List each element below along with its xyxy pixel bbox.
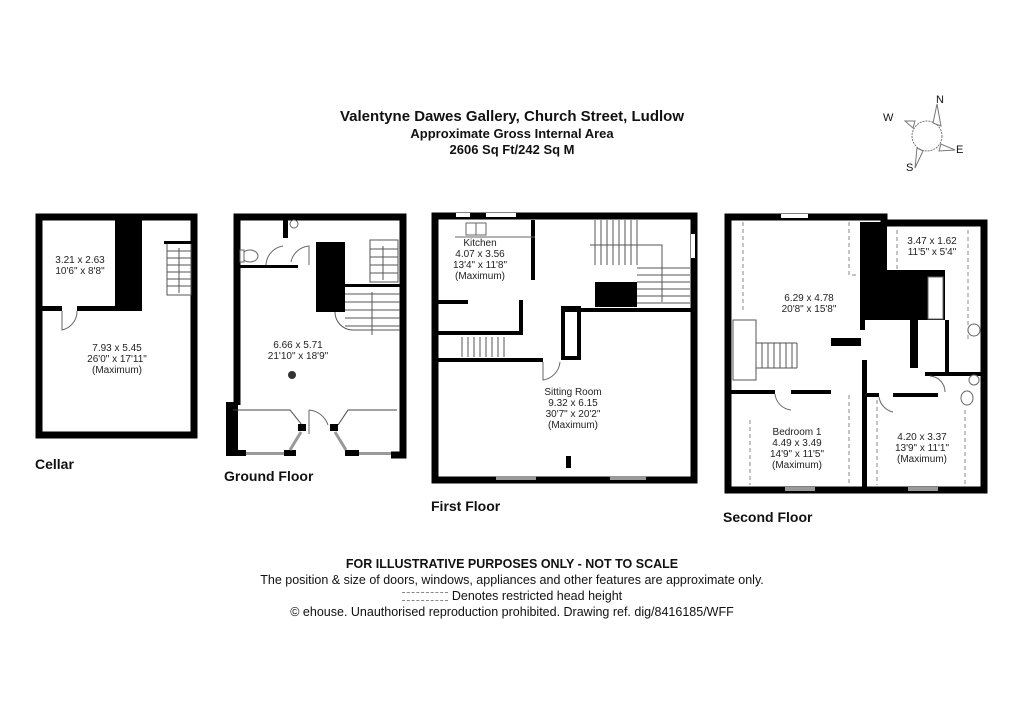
room-imperial: 30'7" x 20'2": [545, 409, 601, 420]
sitting-room-label: Sitting Room 9.32 x 6.15 30'7" x 20'2" (…: [544, 387, 601, 431]
compass-south-label: S: [906, 162, 914, 174]
room-imperial: 20'8" x 15'8": [781, 304, 837, 315]
compass-north-label: N: [936, 94, 944, 106]
room-name: Sitting Room: [544, 387, 602, 398]
cellar-plan: [35, 213, 198, 439]
second-room-bedroom-2-label: 4.20 x 3.37 13'9" x 11'1" (Maximum): [895, 432, 949, 465]
footer-notes: FOR ILLUSTRATIVE PURPOSES ONLY - NOT TO …: [0, 556, 1024, 620]
restricted-height-key-text: Denotes restricted head height: [451, 589, 623, 603]
room-imperial: 21'10" x 18'9": [267, 351, 329, 362]
compass-west-label: W: [883, 112, 894, 124]
room-note: (Maximum): [771, 460, 822, 471]
room-metric: 3.21 x 2.63: [55, 255, 105, 266]
kitchen-label: Kitchen 4.07 x 3.56 13'4" x 11'8" (Maxim…: [453, 238, 507, 282]
title-block: Valentyne Dawes Gallery, Church Street, …: [0, 108, 1024, 158]
floor-name-second: Second Floor: [723, 509, 813, 525]
compass-east-label: E: [956, 144, 964, 156]
room-metric: 3.47 x 1.62: [907, 236, 957, 247]
second-room-small-label: 3.47 x 1.62 11'5" x 5'4": [907, 236, 956, 258]
second-room-main-label: 6.29 x 4.78 20'8" x 15'8": [782, 293, 837, 315]
room-note: (Maximum): [454, 271, 505, 282]
compass-graphic: [903, 103, 956, 169]
room-imperial: 14'9" x 11'5": [769, 449, 825, 460]
room-metric: 4.49 x 3.49: [772, 438, 822, 449]
room-metric: 6.29 x 4.78: [784, 293, 834, 304]
area-value: 2606 Sq Ft/242 Sq M: [449, 142, 575, 157]
disclaimer-note: The position & size of doors, windows, a…: [260, 573, 764, 587]
room-note: (Maximum): [91, 365, 142, 376]
disclaimer-heading: FOR ILLUSTRATIVE PURPOSES ONLY - NOT TO …: [345, 557, 679, 571]
cellar-room-2-label: 7.93 x 5.45 26'0" x 17'11" (Maximum): [87, 343, 147, 376]
room-note: (Maximum): [896, 454, 947, 465]
room-metric: 9.32 x 6.15: [548, 398, 598, 409]
area-subtitle: Approximate Gross Internal Area: [410, 126, 614, 141]
floor-name-ground: Ground Floor: [224, 468, 314, 484]
room-name: Bedroom 1: [772, 427, 822, 438]
floor-name-cellar: Cellar: [35, 456, 74, 472]
room-metric: 4.20 x 3.37: [897, 432, 947, 443]
room-imperial: 13'4" x 11'8": [452, 260, 508, 271]
first-floor-plan: [431, 212, 698, 484]
ground-floor-plan: [226, 213, 407, 459]
bedroom-1-label: Bedroom 1 4.49 x 3.49 14'9" x 11'5" (Max…: [770, 427, 824, 471]
compass-rose-icon: N W E S: [875, 90, 975, 185]
restricted-height-key: Denotes restricted head height: [0, 588, 1024, 604]
copyright-notice: © ehouse. Unauthorised reproduction proh…: [290, 605, 734, 619]
cellar-room-1-label: 3.21 x 2.63 10'6" x 8'8": [55, 255, 104, 277]
room-name: Kitchen: [463, 238, 497, 249]
room-metric: 6.66 x 5.71: [273, 340, 323, 351]
room-metric: 7.93 x 5.45: [92, 343, 142, 354]
ground-room-label: 6.66 x 5.71 21'10" x 18'9": [268, 340, 328, 362]
room-imperial: 11'5" x 5'4": [907, 247, 957, 258]
room-metric: 4.07 x 3.56: [455, 249, 505, 260]
room-note: (Maximum): [548, 420, 598, 431]
room-imperial: 10'6" x 8'8": [55, 266, 105, 277]
room-imperial: 26'0" x 17'11": [87, 354, 147, 365]
dashed-line-key-icon: [401, 592, 448, 602]
property-title: Valentyne Dawes Gallery, Church Street, …: [340, 108, 684, 125]
second-floor-plan: [724, 213, 988, 494]
room-imperial: 13'9" x 11'1": [894, 443, 950, 454]
floor-name-first: First Floor: [431, 498, 501, 514]
